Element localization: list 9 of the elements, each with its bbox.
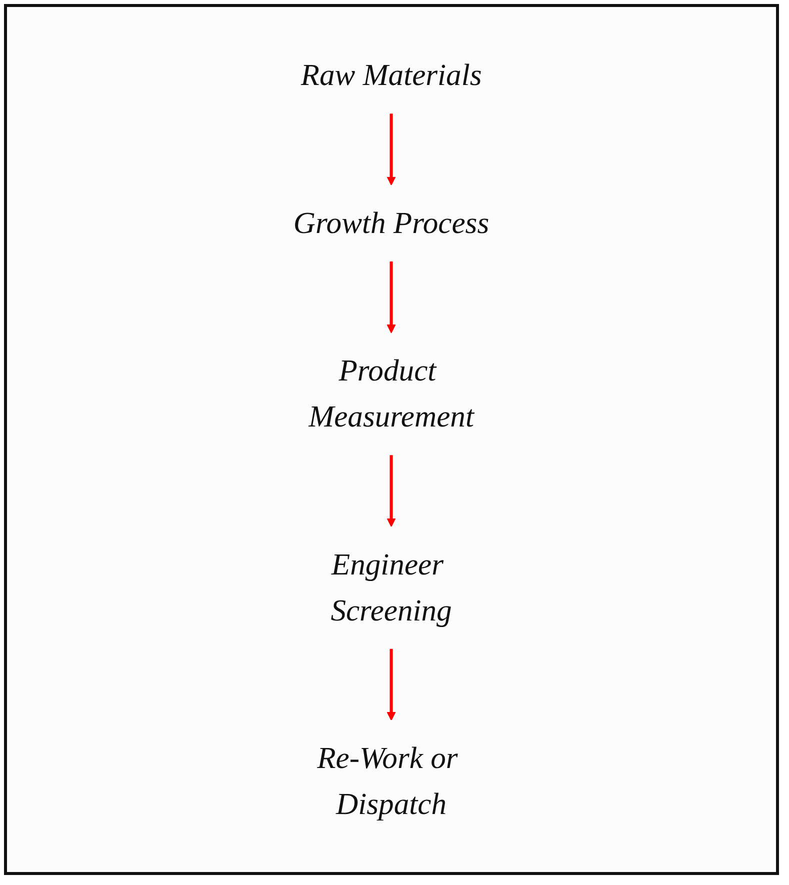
step-label: Engineer Screening <box>330 548 452 628</box>
step-label: Re-Work or Dispatch <box>317 741 458 821</box>
arrow <box>387 454 396 527</box>
step-label: Product Measurement <box>308 354 474 434</box>
arrow <box>387 113 396 186</box>
step-label: Growth Process <box>294 206 490 240</box>
arrow <box>387 648 396 720</box>
step-label: Raw Materials <box>301 58 482 92</box>
arrow <box>387 261 396 333</box>
